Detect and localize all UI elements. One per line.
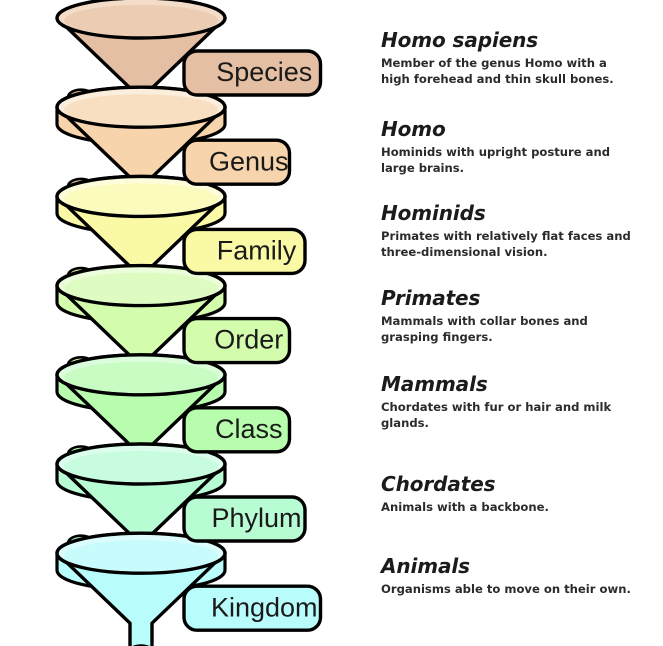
rank-label-text: Class [215,414,283,444]
rank-label-text: Kingdom [211,592,318,622]
rank-label-text: Order [214,325,283,355]
rank-scientific-name: Hominids [381,201,486,225]
rank-label-pill-genus[interactable]: Genus [182,138,292,186]
rank-description-text: Mammals with collar bones and grasping f… [381,314,588,345]
rank-label-pill-family[interactable]: Family [182,227,307,276]
rank-label-text: Family [217,236,297,266]
rank-description-text: Chordates with fur or hair and milk glan… [381,400,612,431]
funnel-family [55,174,227,297]
rank-scientific-name: Chordates [381,472,496,496]
funnel-species [55,0,227,118]
rank-scientific-name: Homo sapiens [381,28,539,52]
rank-description-text: Hominids with upright posture and large … [381,145,611,176]
rank-scientific-name: Animals [381,554,470,578]
funnel-order [55,263,227,386]
rank-description-text: Animals with a backbone. [381,500,549,514]
rank-description-text: Member of the genus Homo with a high for… [381,56,614,87]
rank-description-text: Organisms able to move on their own. [381,582,631,596]
rank-label-pill-kingdom[interactable]: Kingdom [182,584,323,632]
rank-label-pill-order[interactable]: Order [182,316,292,365]
funnel-genus [55,85,227,207]
rank-scientific-name: Primates [381,286,481,310]
rank-label-text: Species [216,57,312,87]
funnel-class [55,353,227,475]
rank-label-text: Phylum [211,503,301,533]
funnel-phylum [55,442,227,564]
rank-label-text: Genus [209,146,289,176]
rank-label-pill-phylum[interactable]: Phylum [182,495,307,543]
rank-description-text: Primates with relatively flat faces and … [381,229,631,260]
funnel-kingdom [55,531,227,646]
rank-scientific-name: Mammals [381,372,488,396]
rank-label-pill-species[interactable]: Species [182,49,323,97]
funnel-stack-svg: SpeciesGenusFamilyOrderClassPhylumKingdo… [55,0,323,646]
rank-label-pill-class[interactable]: Class [182,406,292,454]
rank-scientific-name: Homo [381,117,446,141]
